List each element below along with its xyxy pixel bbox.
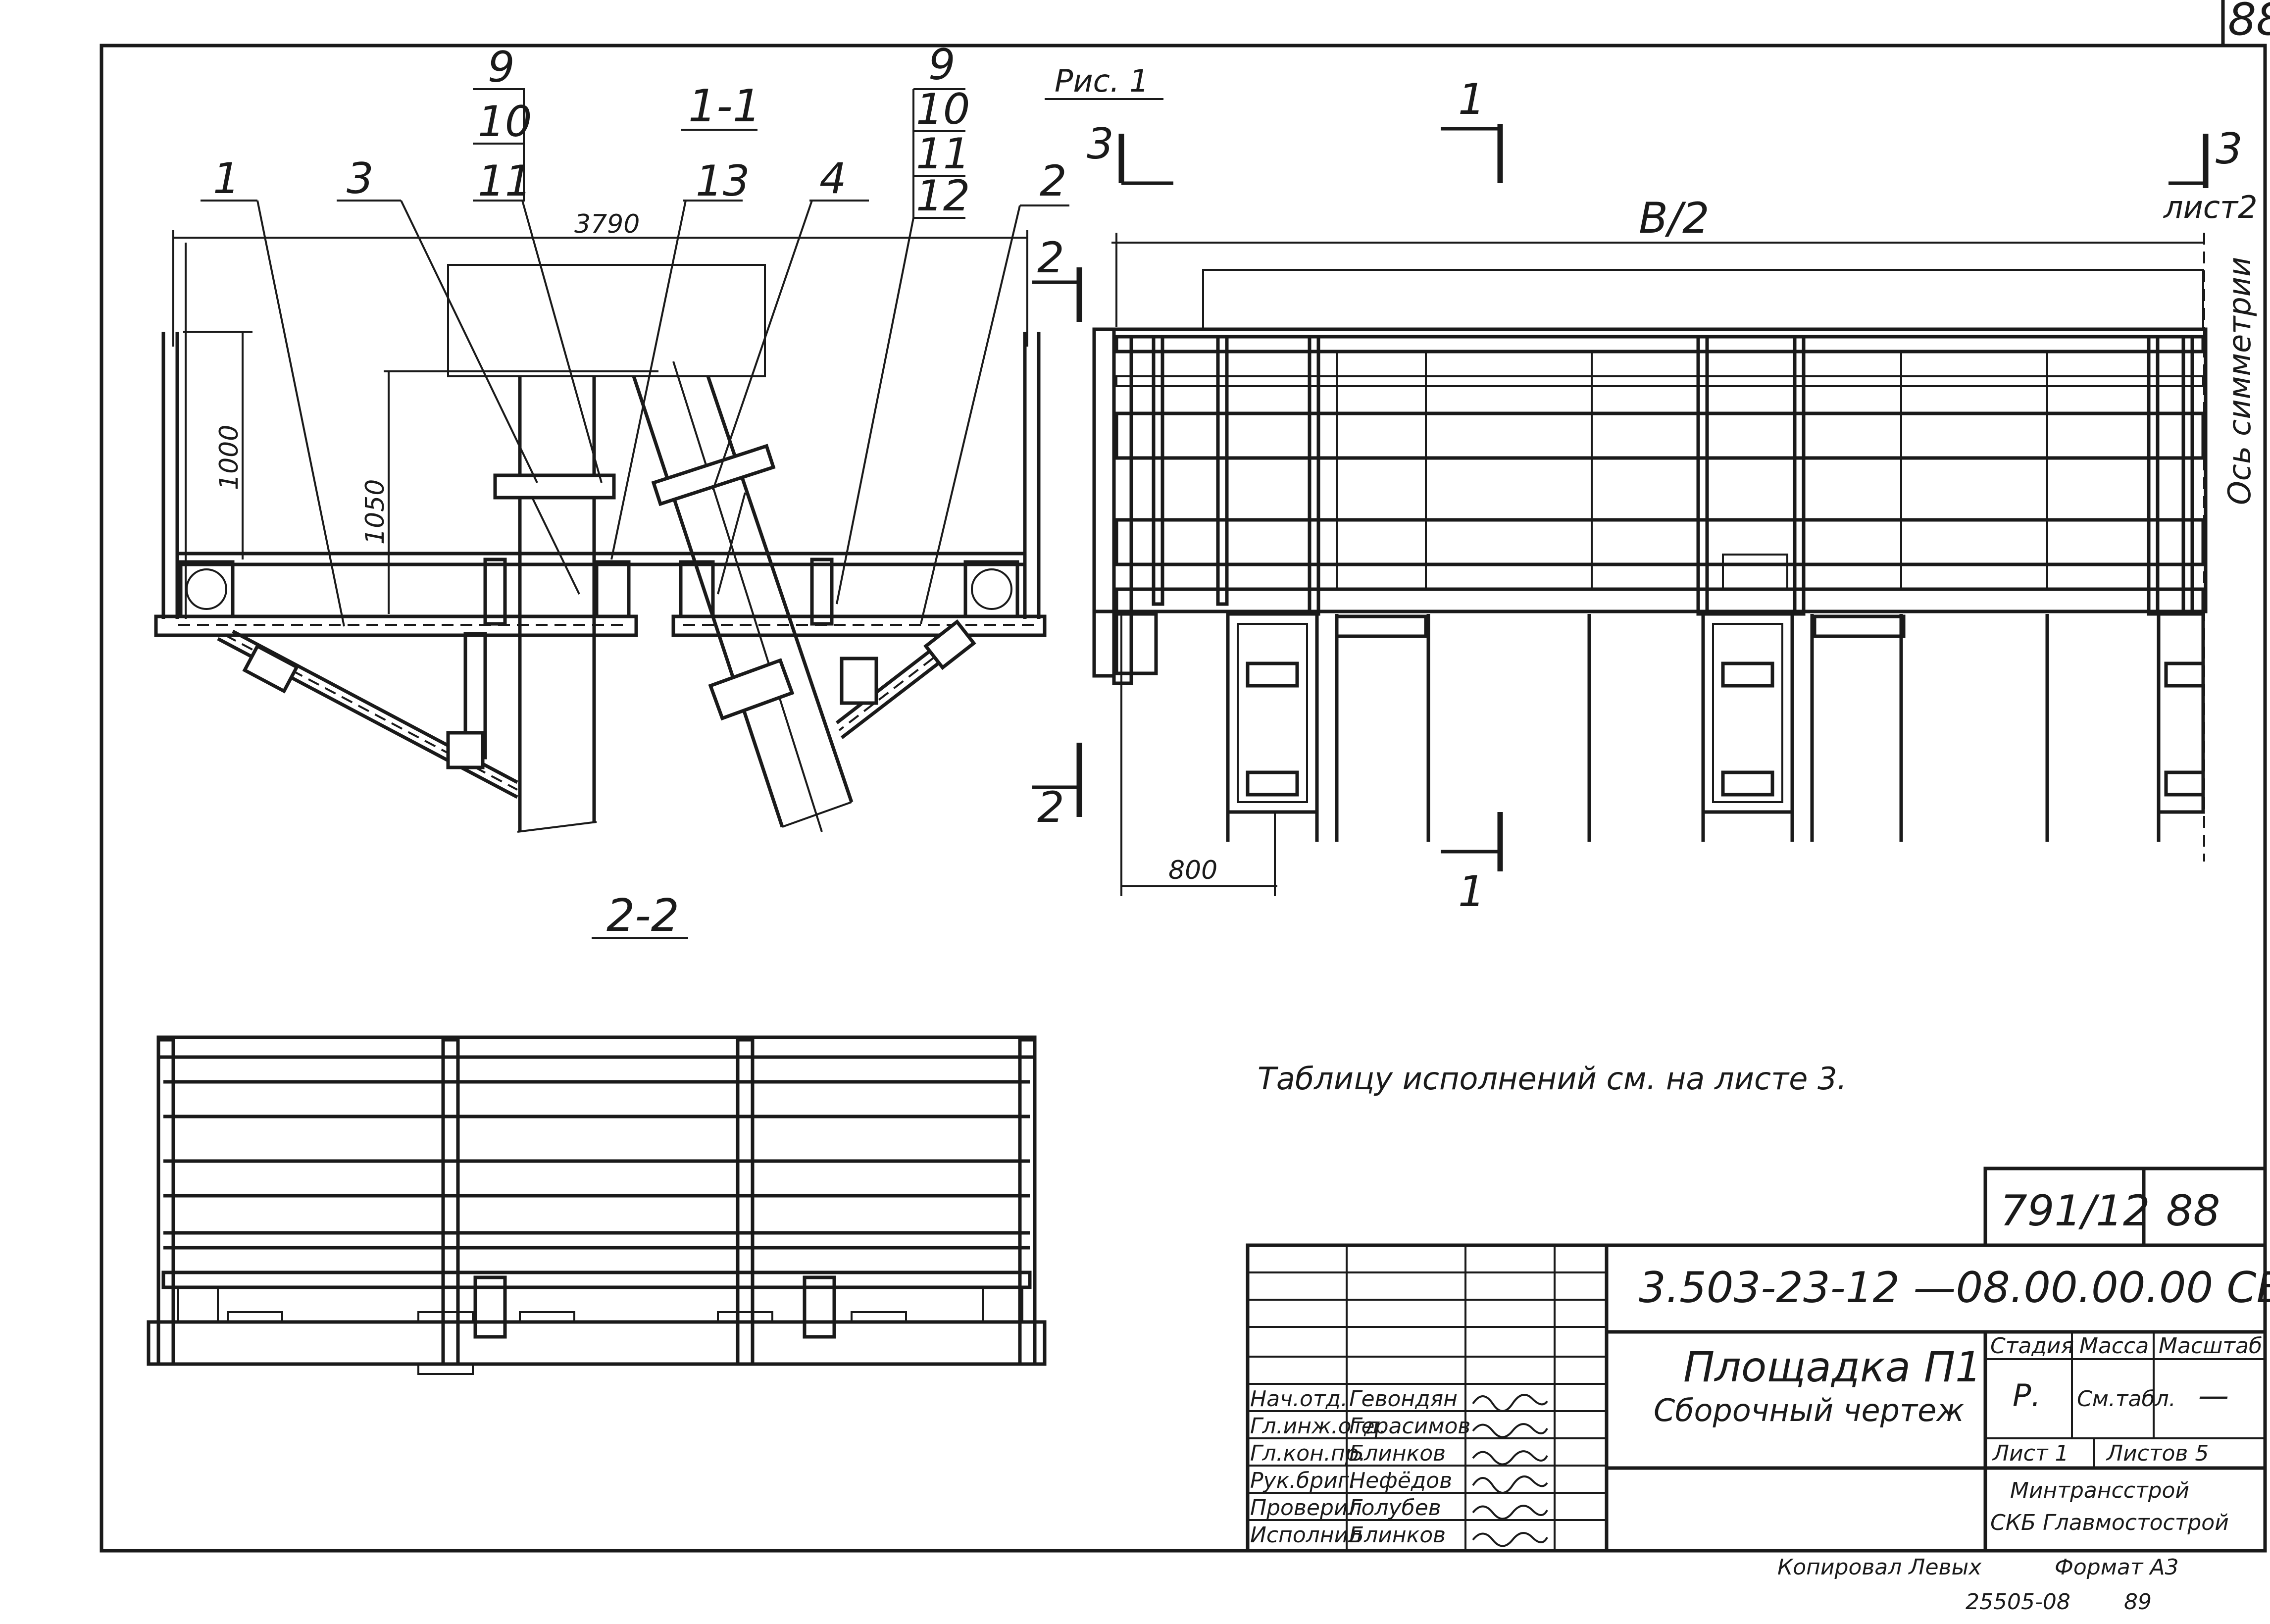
note-text: Таблицу исполнений см. на листе 3.	[1258, 1061, 1847, 1097]
signatures	[1472, 1394, 1548, 1547]
callout-stack-right-12: 12	[916, 171, 970, 221]
staff-role-4: Рук.бриг.	[1250, 1468, 1356, 1493]
staff-role-1: Нач.отд.	[1250, 1386, 1348, 1412]
staff-name-4: Нефёдов	[1349, 1468, 1452, 1493]
section-2-2-title: 2-2	[606, 890, 679, 942]
staff-name-1: Гевондян	[1349, 1386, 1458, 1412]
archive-sheet: 88	[2166, 1186, 2220, 1236]
staff-name-2: Герасимов	[1349, 1414, 1470, 1439]
archive-number: 791/12	[2000, 1186, 2150, 1236]
copied-by: Копировал Левых	[1777, 1555, 1982, 1580]
cut-1-top: 1	[1458, 75, 1485, 124]
dim-1050: 1050	[360, 479, 390, 545]
figure-label: Рис. 1	[1055, 63, 1149, 99]
section-1-1-view: 1-1 Рис. 1 3790 1000 1050	[154, 40, 1163, 833]
cut-3-right: 3	[2216, 124, 2243, 174]
cut-2-upper: 2	[1037, 233, 1064, 283]
inventory-number: 25505-08	[1966, 1589, 2070, 1615]
cut-2-lower: 2	[1037, 783, 1064, 832]
org-line-1: Минтрансстрой	[2010, 1478, 2189, 1503]
header-scale: Масштаб	[2159, 1333, 2262, 1359]
drawing-subtitle: Сборочный чертеж	[1654, 1392, 1964, 1428]
staff-role-2: Гл.инж.отд.	[1250, 1414, 1386, 1439]
staff-role-3: Гл.кон.пр.	[1250, 1441, 1366, 1466]
callout-stack-right-10: 10	[916, 85, 970, 134]
callout-2: 2	[1040, 156, 1067, 206]
callout-stack-left-9: 9	[488, 43, 515, 92]
section-2-2-view: 2-2	[147, 890, 1047, 1375]
staff-role-5: Проверил	[1250, 1495, 1362, 1521]
sheet-ref: лист2	[2163, 189, 2258, 225]
callout-stack-right-11: 11	[916, 129, 970, 179]
dim-1000: 1000	[214, 425, 244, 490]
callout-4: 4	[819, 154, 847, 203]
plan-view: B/2 1 1 3 3 лист2 Ось симметрии	[1087, 75, 2258, 916]
org-line-2: СКБ Главмостострой	[1990, 1510, 2229, 1535]
callout-13: 13	[696, 156, 750, 206]
staff-role-6: Исполнил	[1250, 1522, 1362, 1548]
staff-name-3: Блинков	[1349, 1441, 1446, 1466]
value-stage: Р.	[2013, 1377, 2041, 1414]
page-number: 89	[2124, 1589, 2152, 1615]
dim-800: 800	[1168, 856, 1217, 885]
sheet-number: 88	[2228, 0, 2270, 46]
value-scale: —	[2198, 1377, 2229, 1414]
designation: 3.503-23-12 —08.00.00.00 СБ	[1639, 1263, 2270, 1313]
staff-name-6: Блинков	[1349, 1522, 1446, 1548]
drawing-frame	[100, 44, 2267, 1553]
staff-name-5: Голубев	[1349, 1495, 1441, 1521]
title-block: 791/12 88 Нач.отд. Гевондян Гл.инж.отд. …	[1246, 1167, 2270, 1553]
drawing-name: Площадка П1	[1683, 1343, 1981, 1391]
callout-1: 1	[213, 154, 240, 203]
cut-1-bottom: 1	[1458, 867, 1485, 916]
dim-b-half: B/2	[1639, 194, 1710, 243]
format-label: Формат А3	[2055, 1555, 2179, 1580]
callout-3: 3	[347, 154, 374, 203]
header-mass: Масса	[2079, 1333, 2149, 1359]
callout-stack-right-9: 9	[928, 40, 956, 90]
sheets-total: Листов 5	[2106, 1441, 2209, 1466]
header-stage: Стадия	[1990, 1333, 2074, 1359]
sheet-index: Лист 1	[1992, 1441, 2068, 1466]
dim-3790: 3790	[574, 209, 640, 239]
section-1-1-title: 1-1	[688, 80, 761, 132]
value-mass: См.табл.	[2077, 1386, 2176, 1412]
cut-3-left: 3	[1087, 119, 1114, 169]
symmetry-axis-label: Ось симметрии	[2221, 257, 2258, 505]
